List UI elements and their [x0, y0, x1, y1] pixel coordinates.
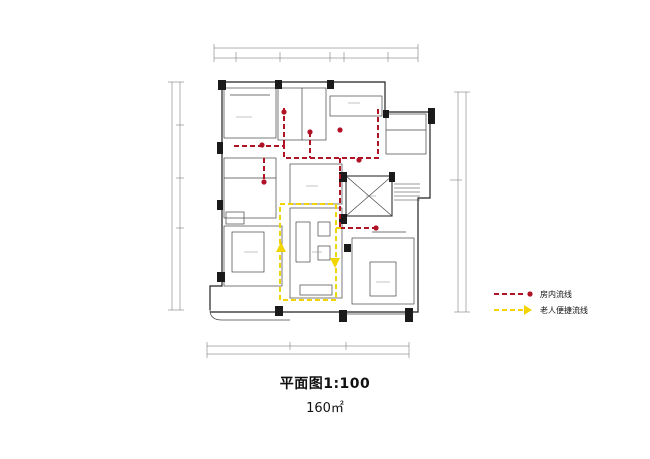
structural-columns: [217, 80, 435, 322]
outer-walls: [209, 81, 431, 313]
legend-yellow-route: 老人便捷流线: [540, 303, 588, 317]
legend-yellow-sample: [494, 305, 532, 315]
yellow-route-lines: [279, 203, 344, 301]
top-dimension-lines: [213, 44, 419, 62]
room-label-marks: [236, 102, 390, 283]
legend-red-sample: [494, 291, 533, 297]
left-dimension-lines: [168, 81, 184, 311]
yellow-route-arrows: [276, 242, 340, 268]
legend-red-route: 房内流线: [540, 287, 572, 301]
legend-yellow-label: 老人便捷流线: [540, 305, 588, 315]
legend-red-label: 房内流线: [540, 289, 572, 299]
bottom-dimension-lines: [206, 342, 410, 358]
red-route-lines: [234, 108, 379, 229]
right-dimension-lines: [450, 91, 470, 313]
plan-title: 平面图1:100: [279, 376, 371, 392]
red-route-nodes: [259, 109, 379, 231]
interior-partitions: [209, 87, 427, 321]
plan-area: 160㎡: [306, 401, 344, 416]
